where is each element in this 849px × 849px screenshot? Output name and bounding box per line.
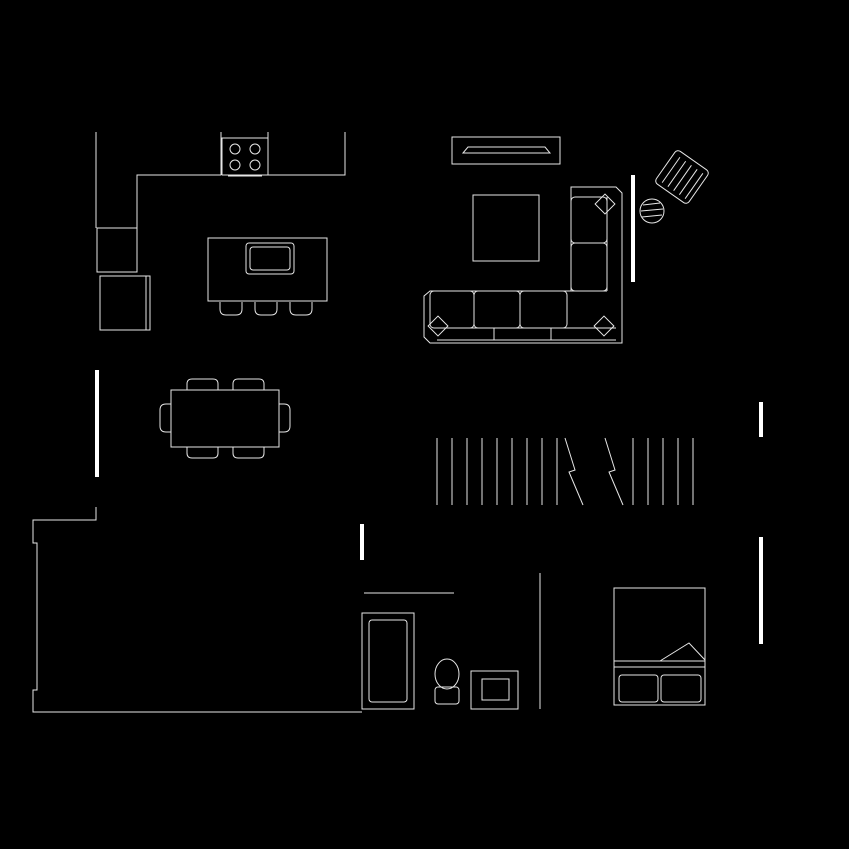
kitchen-counter-return xyxy=(96,227,138,273)
dining-chair-icon xyxy=(186,378,219,390)
vanity-sink-icon xyxy=(470,670,519,710)
dining-chair-icon xyxy=(279,403,291,433)
cooktop-icon xyxy=(221,137,269,177)
stair-break-line xyxy=(604,437,624,506)
bar-stool-icon xyxy=(254,302,278,316)
living-room xyxy=(423,136,709,344)
dining-table-icon xyxy=(170,389,280,448)
kitchen xyxy=(95,132,346,331)
sectional-sofa-icon xyxy=(423,186,623,344)
armchair-icon xyxy=(655,150,709,204)
dining-chair-icon xyxy=(232,447,265,459)
dining-chair-icon xyxy=(232,378,265,390)
bed-icon xyxy=(613,587,706,706)
side-table-icon xyxy=(639,198,665,224)
bar-stool-icon xyxy=(219,302,243,316)
toilet-icon xyxy=(434,658,460,705)
tv-console-icon xyxy=(451,136,561,165)
bar-stool-icon xyxy=(289,302,313,316)
garage-outline xyxy=(32,507,362,713)
refrigerator-icon xyxy=(99,275,151,331)
dining xyxy=(159,378,291,459)
kitchen-island xyxy=(207,237,328,302)
stair-treads-icon xyxy=(436,437,694,506)
dining-chair-icon xyxy=(159,403,171,433)
kitchen-counter xyxy=(95,132,346,228)
dining-chair-icon xyxy=(186,447,219,459)
bathtub-icon xyxy=(361,612,415,710)
coffee-table-icon xyxy=(472,194,540,262)
kitchen-sink-icon xyxy=(245,242,295,275)
stair-break-line xyxy=(564,437,584,506)
